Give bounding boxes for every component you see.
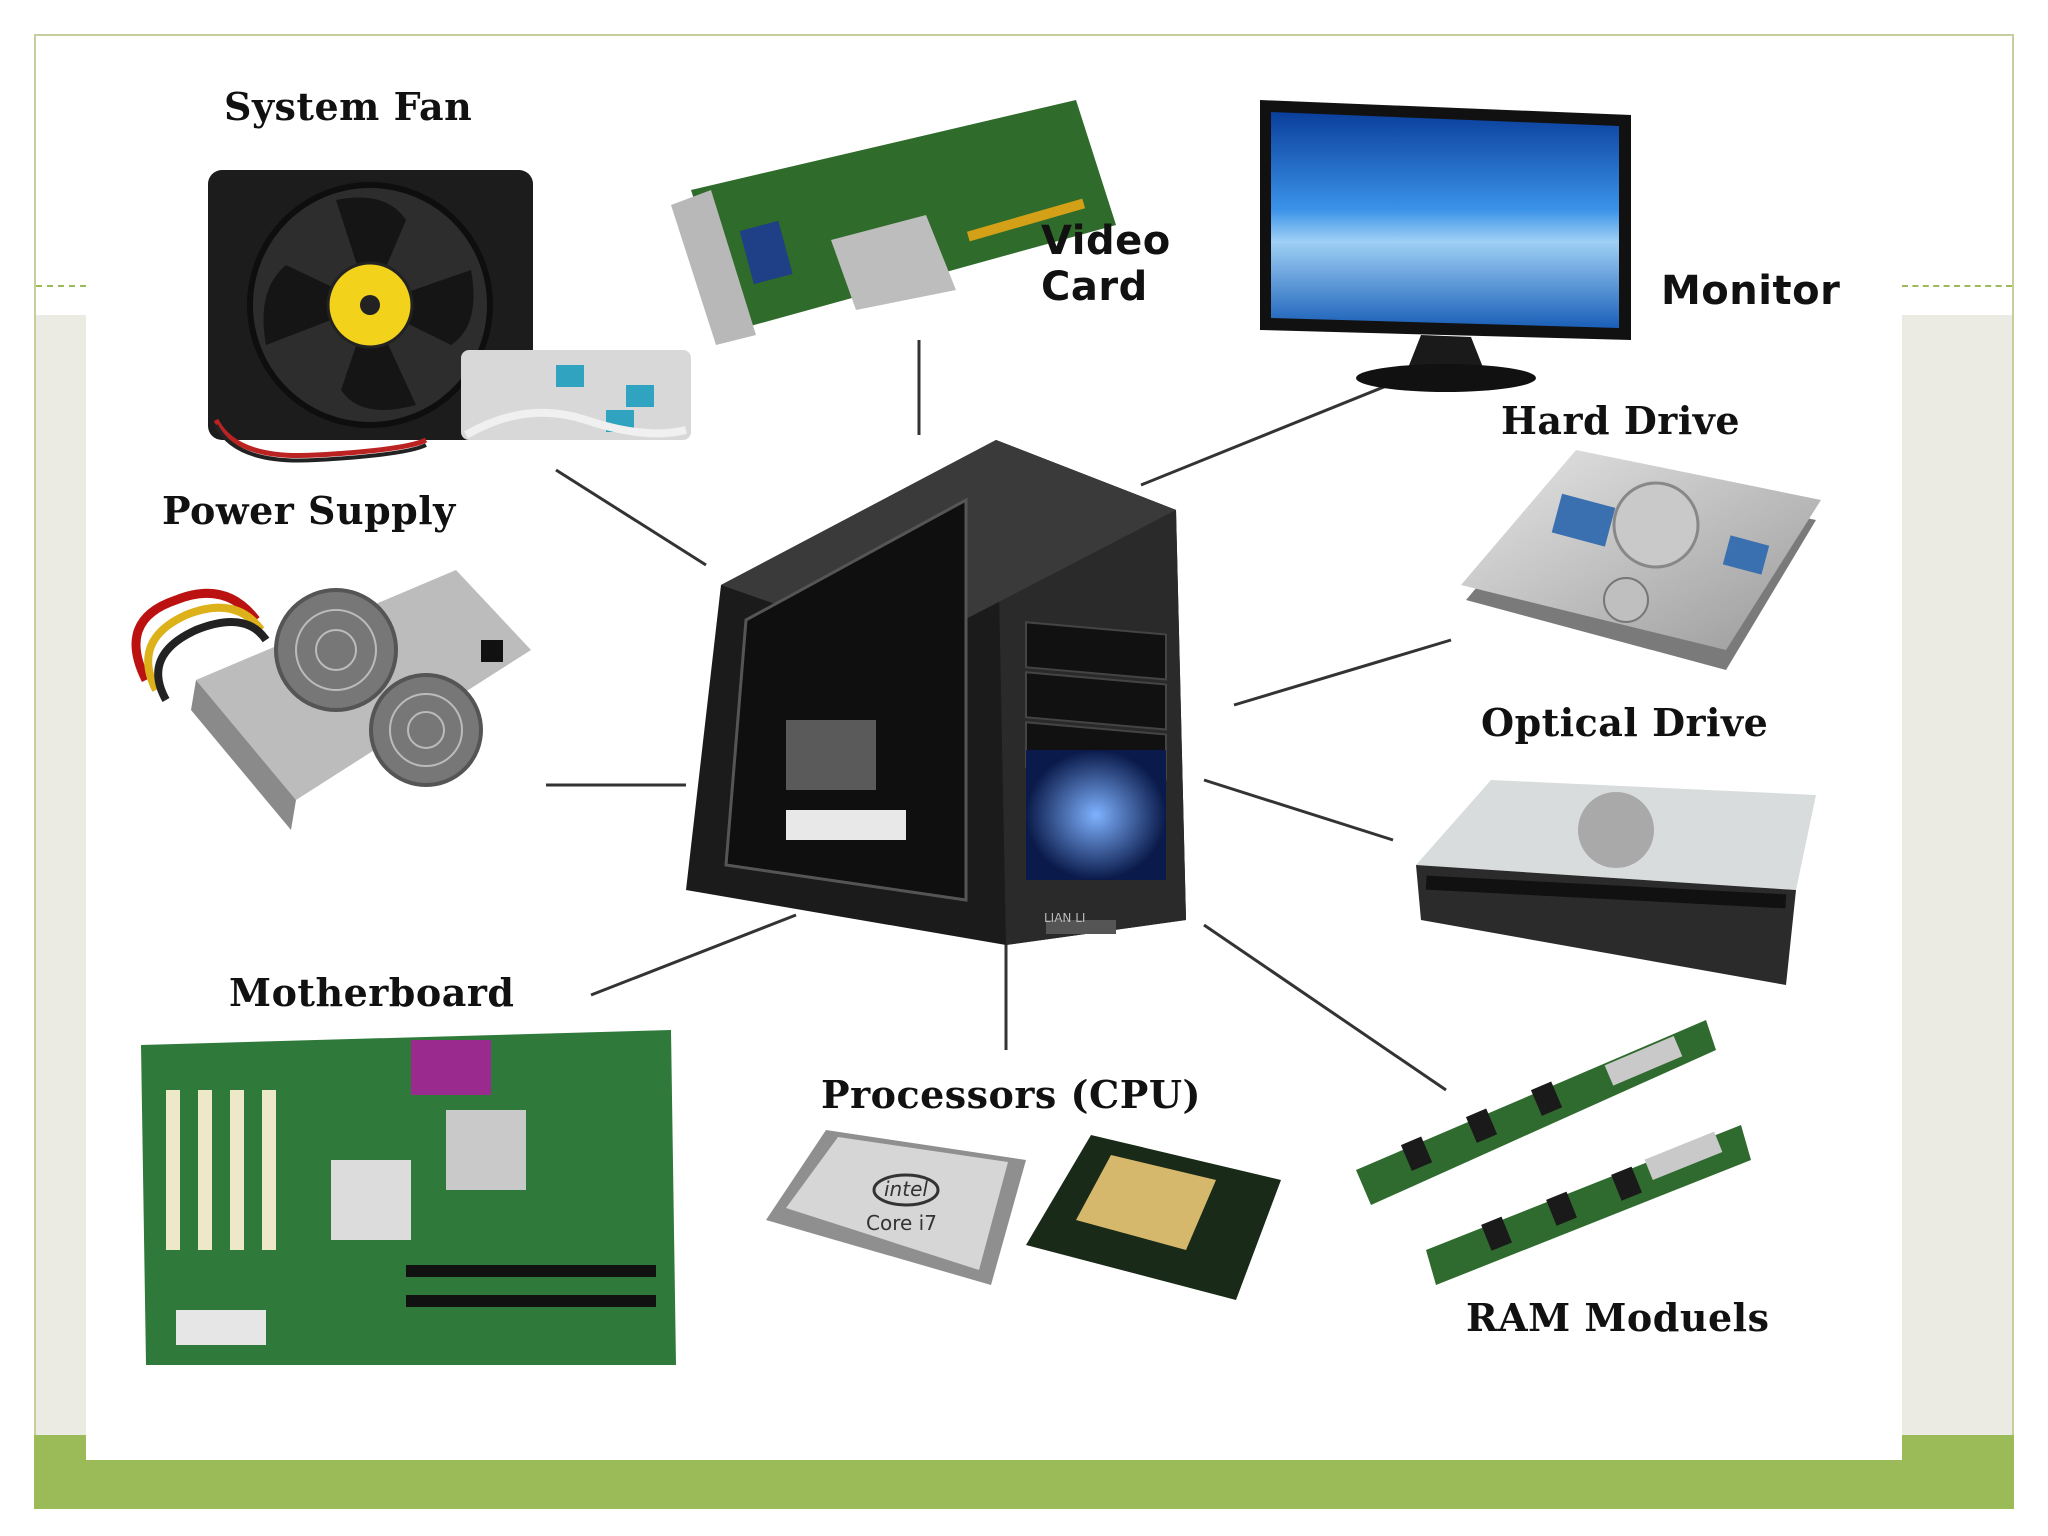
cpu-image: intel Core i7 — [766, 1130, 1281, 1300]
connector-optical-drive — [1203, 778, 1394, 842]
power-supply-image — [131, 570, 531, 830]
motherboard-image — [141, 1030, 676, 1365]
label-monitor: Monitor — [1661, 268, 1841, 314]
case-brand-text: LIAN LI — [1044, 911, 1086, 925]
connector-motherboard — [590, 913, 797, 997]
side-panel-right — [1902, 315, 2012, 1435]
label-optical-drive: Optical Drive — [1481, 700, 1769, 745]
optical-drive-image — [1416, 780, 1816, 985]
connector-hard-drive — [1233, 638, 1452, 707]
diagram-area: intel Core i7 System Fan Video Card Moni… — [86, 40, 1902, 1460]
label-ram: RAM Moduels — [1466, 1295, 1770, 1340]
system-fan-image — [208, 170, 533, 463]
label-system-fan: System Fan — [224, 84, 473, 129]
connector-fan — [555, 468, 707, 567]
label-motherboard: Motherboard — [229, 970, 515, 1015]
label-processors: Processors (CPU) — [821, 1072, 1201, 1117]
label-hard-drive: Hard Drive — [1501, 398, 1741, 443]
hard-drive-image — [1461, 450, 1821, 670]
video-card-image — [671, 100, 1116, 345]
connector-lines — [546, 340, 1452, 1092]
label-video-card: Video Card — [1041, 218, 1171, 310]
connector-monitor — [1140, 378, 1402, 487]
monitor-image — [1260, 100, 1631, 392]
diagram-svg: intel Core i7 — [131, 100, 1821, 1365]
computer-case-image — [686, 440, 1186, 945]
side-panel-left — [36, 315, 86, 1435]
cpu-brand-text: intel — [884, 1177, 928, 1201]
ram-image — [1356, 1020, 1751, 1285]
fan-cables-image — [461, 350, 691, 440]
connector-ram — [1203, 923, 1447, 1092]
divider-right — [1902, 285, 2012, 287]
divider-left — [36, 285, 86, 287]
cpu-model-text: Core i7 — [866, 1211, 937, 1235]
label-power-supply: Power Supply — [162, 488, 456, 533]
